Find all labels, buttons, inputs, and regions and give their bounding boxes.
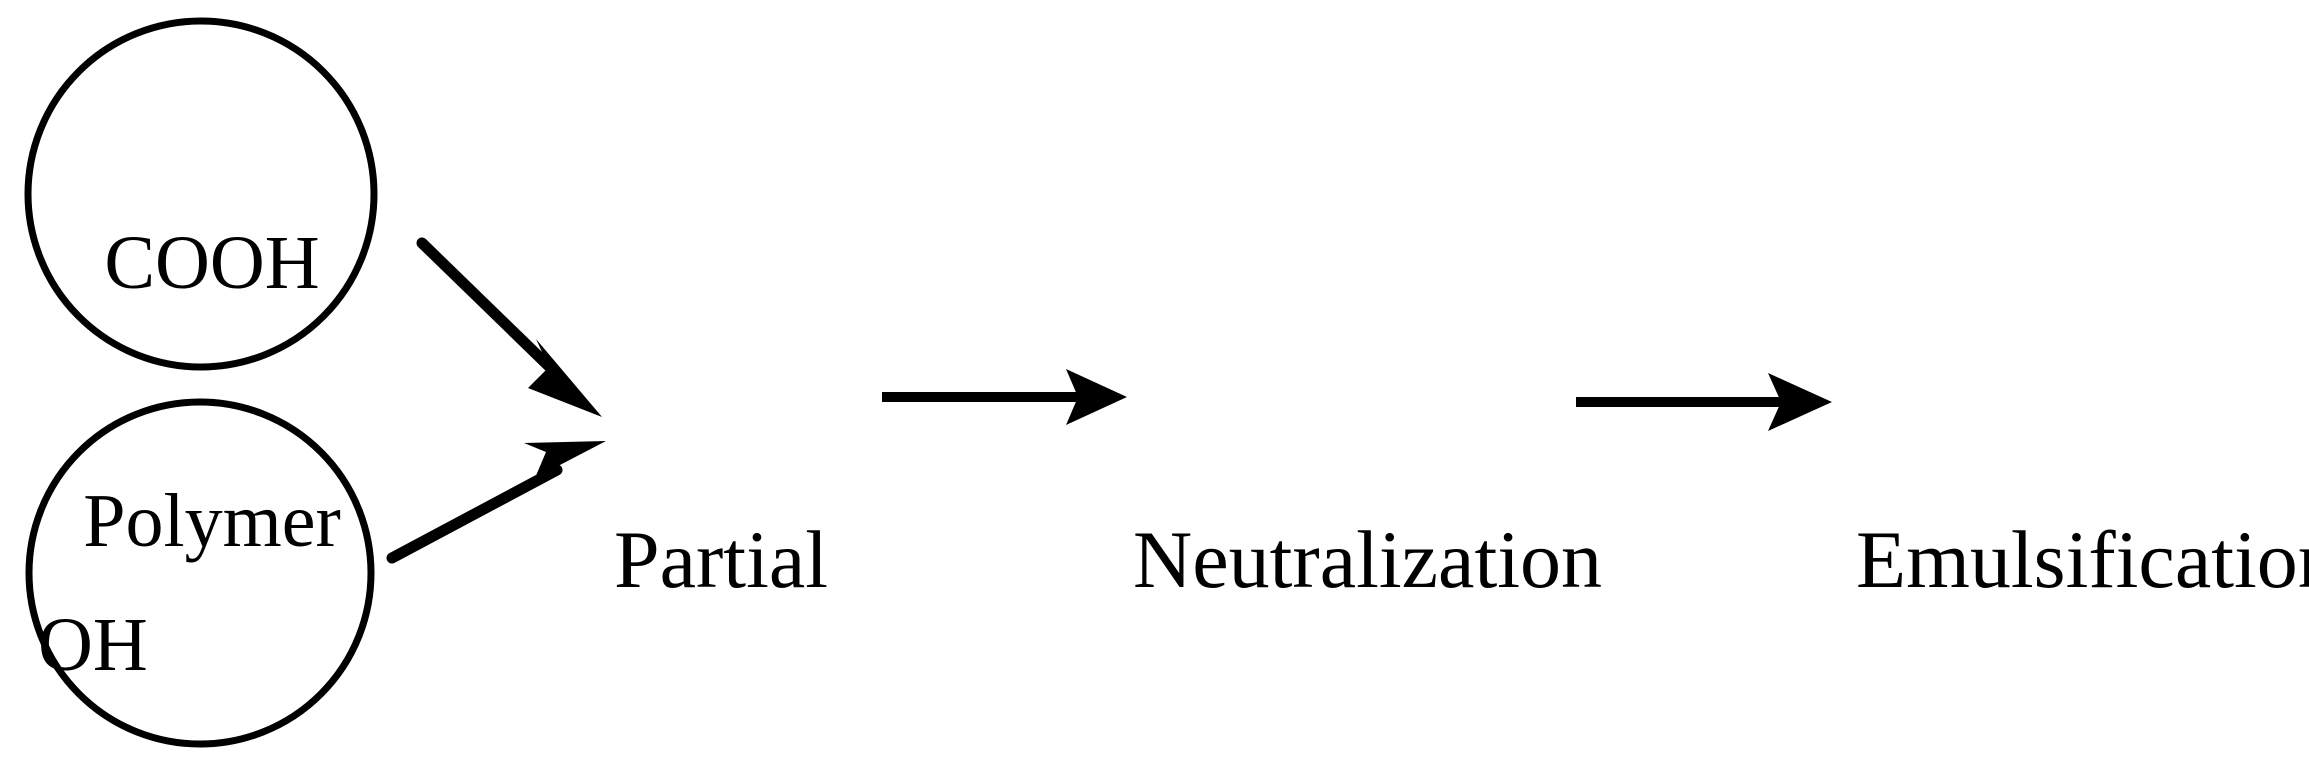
node-circle-cooh-polymer[interactable] (24, 17, 378, 371)
node-label-line-1: OH (38, 603, 148, 687)
node-label-oh-polymer: OH Polymer (38, 430, 338, 772)
node-label-line-2: (Water) (1856, 767, 2309, 772)
node-label-line-2: esterification (614, 767, 1042, 772)
node-label-cooh-polymer: COOH Polymer (62, 48, 362, 736)
edge-cooh-to-partial (416, 237, 602, 417)
node-label-partial-esterification: Partial esterification (614, 352, 1042, 772)
node-label-line-2: (Amine) (1133, 767, 1602, 772)
node-label-neutralization: Neutralization (Amine) (1133, 352, 1602, 772)
node-label-line-1: COOH (104, 221, 320, 305)
edge-partial-to-neutralization (882, 369, 1127, 425)
edge-oh-to-partial (386, 441, 606, 564)
node-circle-oh-polymer[interactable] (25, 398, 375, 748)
node-label-line-1: Neutralization (1133, 514, 1603, 605)
node-label-emulsification: Emulsification (Water) (1856, 352, 2309, 772)
node-label-line-1: Partial (614, 514, 829, 605)
edge-neutralization-to-emulsification (1576, 373, 1832, 431)
node-label-line-2: Polymer (83, 479, 341, 563)
node-label-line-1: Emulsification (1856, 514, 2309, 605)
